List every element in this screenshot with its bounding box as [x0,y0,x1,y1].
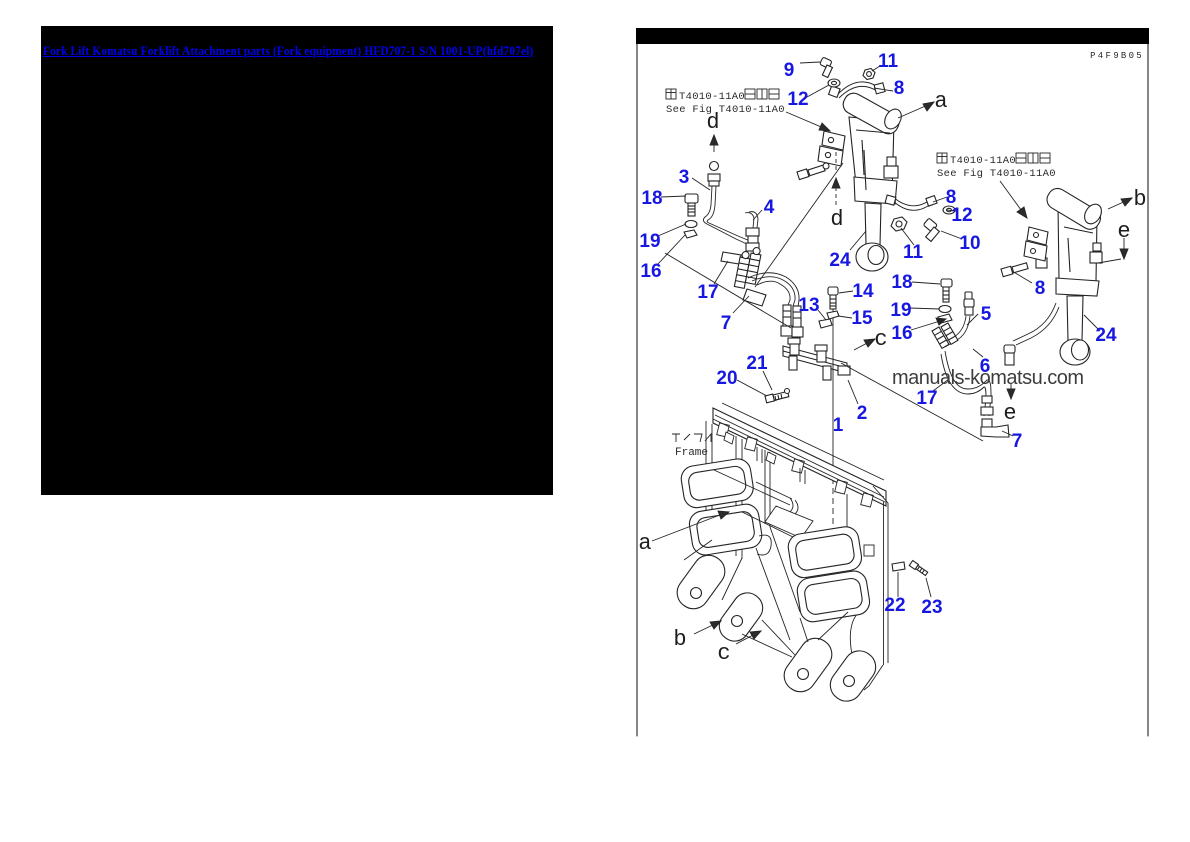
svg-text:P4F9B05: P4F9B05 [1090,51,1144,61]
svg-text:16: 16 [640,261,661,282]
svg-text:17: 17 [697,282,718,303]
svg-text:d: d [706,110,719,135]
svg-text:See Fig T4010-11A0: See Fig T4010-11A0 [666,104,785,116]
svg-text:12: 12 [951,205,972,226]
svg-text:1: 1 [833,415,844,436]
svg-text:23: 23 [921,597,942,618]
svg-text:e: e [1117,219,1130,244]
svg-text:9: 9 [784,60,795,81]
svg-text:b: b [673,627,686,652]
svg-text:18: 18 [891,272,912,293]
svg-text:4: 4 [764,197,775,218]
svg-text:c: c [717,641,730,666]
svg-text:7: 7 [721,313,732,334]
svg-text:a: a [934,89,947,114]
svg-text:7: 7 [1012,431,1023,452]
svg-text:c: c [874,327,887,352]
svg-text:21: 21 [746,353,768,374]
svg-text:8: 8 [1035,278,1046,299]
svg-text:Frame: Frame [675,447,708,459]
svg-text:5: 5 [981,304,992,325]
svg-text:22: 22 [884,595,905,616]
svg-text:10: 10 [959,233,980,254]
svg-text:11: 11 [903,242,924,263]
svg-text:6: 6 [980,356,991,377]
svg-text:24: 24 [829,250,851,271]
svg-text:e: e [1003,401,1016,426]
svg-text:T4010-11A0: T4010-11A0 [679,91,745,103]
svg-text:3: 3 [679,167,690,188]
svg-text:13: 13 [798,295,819,316]
svg-text:19: 19 [890,300,911,321]
svg-text:8: 8 [946,187,957,208]
svg-text:2: 2 [857,403,868,424]
svg-text:18: 18 [641,188,662,209]
svg-text:17: 17 [916,388,937,409]
svg-text:19: 19 [639,231,660,252]
svg-text:b: b [1133,187,1146,212]
svg-text:16: 16 [891,323,912,344]
svg-text:manuals-komatsu.com: manuals-komatsu.com [892,367,1084,389]
svg-text:8: 8 [894,78,905,99]
svg-text:a: a [638,531,651,556]
svg-text:20: 20 [716,368,737,389]
svg-text:11: 11 [878,51,899,72]
svg-text:14: 14 [852,281,874,302]
svg-text:15: 15 [851,308,873,329]
svg-text:d: d [830,207,843,232]
svg-text:24: 24 [1095,325,1117,346]
svg-text:12: 12 [787,89,808,110]
